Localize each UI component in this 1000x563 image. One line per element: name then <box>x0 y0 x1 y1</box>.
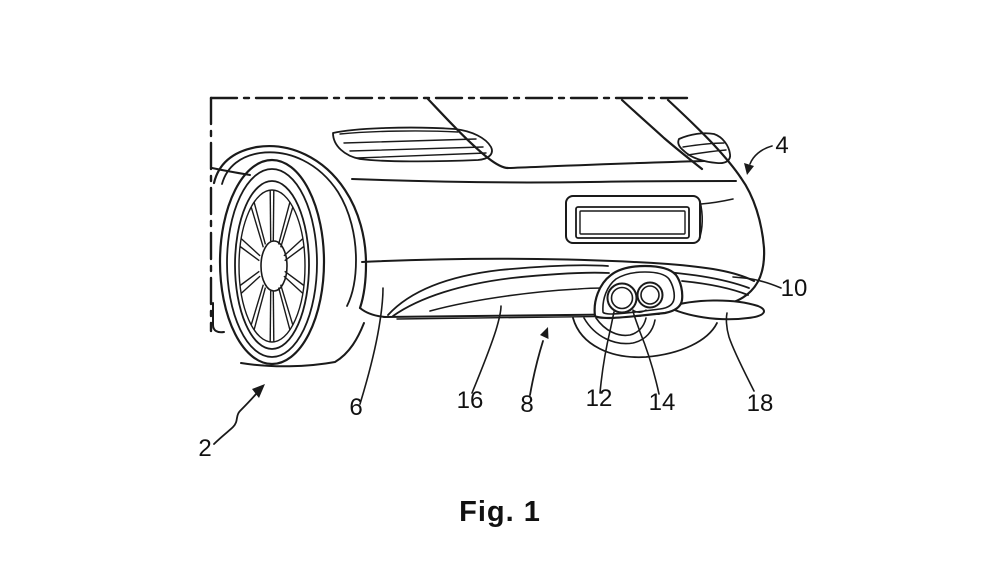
left-c-pillar <box>426 97 510 170</box>
car-body-outline <box>211 97 766 334</box>
blade-mid-line <box>429 287 605 312</box>
tailpipe-left-inner <box>610 286 634 310</box>
leader-12 <box>599 311 615 394</box>
tire-outer <box>218 158 326 366</box>
rim-spoke-bed <box>238 189 306 343</box>
ref-label-12: 12 <box>586 385 613 412</box>
leader-4-arrowhead <box>744 163 754 175</box>
right-vent-slat-2 <box>687 149 727 156</box>
shoulder-line-left <box>211 167 251 176</box>
reference-labels: 2 4 6 8 10 12 14 16 18 <box>198 132 807 462</box>
rear-wheel <box>218 158 326 366</box>
lip-outline <box>667 299 765 321</box>
plate-recess-outer <box>565 195 701 244</box>
tailpipe-right-inner <box>640 285 660 305</box>
underbody-arc-outer <box>583 317 656 345</box>
left-vent-slat-3 <box>356 152 487 159</box>
left-vent-slat-1 <box>343 138 477 144</box>
underbody-bowl <box>572 317 718 359</box>
figure-caption: Fig. 1 <box>459 496 541 528</box>
exhaust-housing-inner <box>602 271 676 315</box>
left-deck-vent <box>332 126 493 163</box>
leader-lines <box>213 145 782 445</box>
arch-to-bumper <box>359 307 386 318</box>
leader-10 <box>732 276 782 289</box>
tailpipe-divider <box>632 309 647 313</box>
leader-16 <box>471 305 502 394</box>
ref-label-14: 14 <box>649 389 676 416</box>
leader-8-arrow-shaft <box>529 340 544 396</box>
rocker-bottom <box>240 322 365 368</box>
arch-outer <box>212 145 368 310</box>
left-vent-outline <box>332 126 493 163</box>
leader-18 <box>725 312 755 392</box>
bumper-top-seam <box>361 257 755 282</box>
leader-2-arrowhead <box>252 384 265 398</box>
leader-14 <box>632 310 660 395</box>
section-boundary-lines <box>209 96 690 333</box>
underbody-arc-inner <box>595 317 647 337</box>
leader-2-squiggle <box>213 393 257 445</box>
right-vent-slat-1 <box>682 142 725 148</box>
ref-label-16: 16 <box>457 387 484 414</box>
right-fender-edge <box>725 176 766 306</box>
plate-frame-outer <box>575 206 690 239</box>
tire-inner <box>226 168 318 358</box>
ref-label-2: 2 <box>198 435 211 462</box>
leader-8-arrowhead <box>540 327 549 339</box>
plate-side-contour <box>700 198 734 205</box>
tailpipe-left-outer <box>606 282 638 314</box>
right-pillar-outer <box>666 98 743 180</box>
ref-label-10: 10 <box>781 275 808 302</box>
wheel-hub <box>260 240 288 292</box>
tailpipe-right-outer <box>636 281 664 309</box>
underbody-arcs <box>572 317 718 359</box>
plate-frame-inner <box>579 210 686 235</box>
right-vent-outline <box>677 132 731 165</box>
bumper-corner-contour-2 <box>681 280 749 296</box>
ref-label-18: 18 <box>747 390 774 417</box>
lower-lip <box>667 299 765 321</box>
rear-fender-arch <box>212 145 386 368</box>
left-vent-rim <box>339 130 459 135</box>
left-vent-slat-2 <box>349 146 484 152</box>
blade-top-edge <box>387 264 609 316</box>
plate-recess-shadow <box>698 200 703 241</box>
shoulder-line-upper <box>507 160 705 169</box>
lower-left-hook <box>212 302 225 334</box>
arch-inner-lip <box>221 151 357 307</box>
ref-label-6: 6 <box>349 394 362 421</box>
ref-label-4: 4 <box>775 132 788 159</box>
leader-4 <box>749 145 773 165</box>
ref-label-8: 8 <box>520 391 533 418</box>
wheel-spokes <box>239 190 305 342</box>
right-corner-vent <box>677 132 731 165</box>
rim-outer <box>234 180 310 350</box>
license-plate-recess <box>565 195 703 244</box>
shoulder-line-lower <box>351 178 737 184</box>
leader-6 <box>359 287 384 405</box>
blade-second-edge <box>392 271 610 317</box>
